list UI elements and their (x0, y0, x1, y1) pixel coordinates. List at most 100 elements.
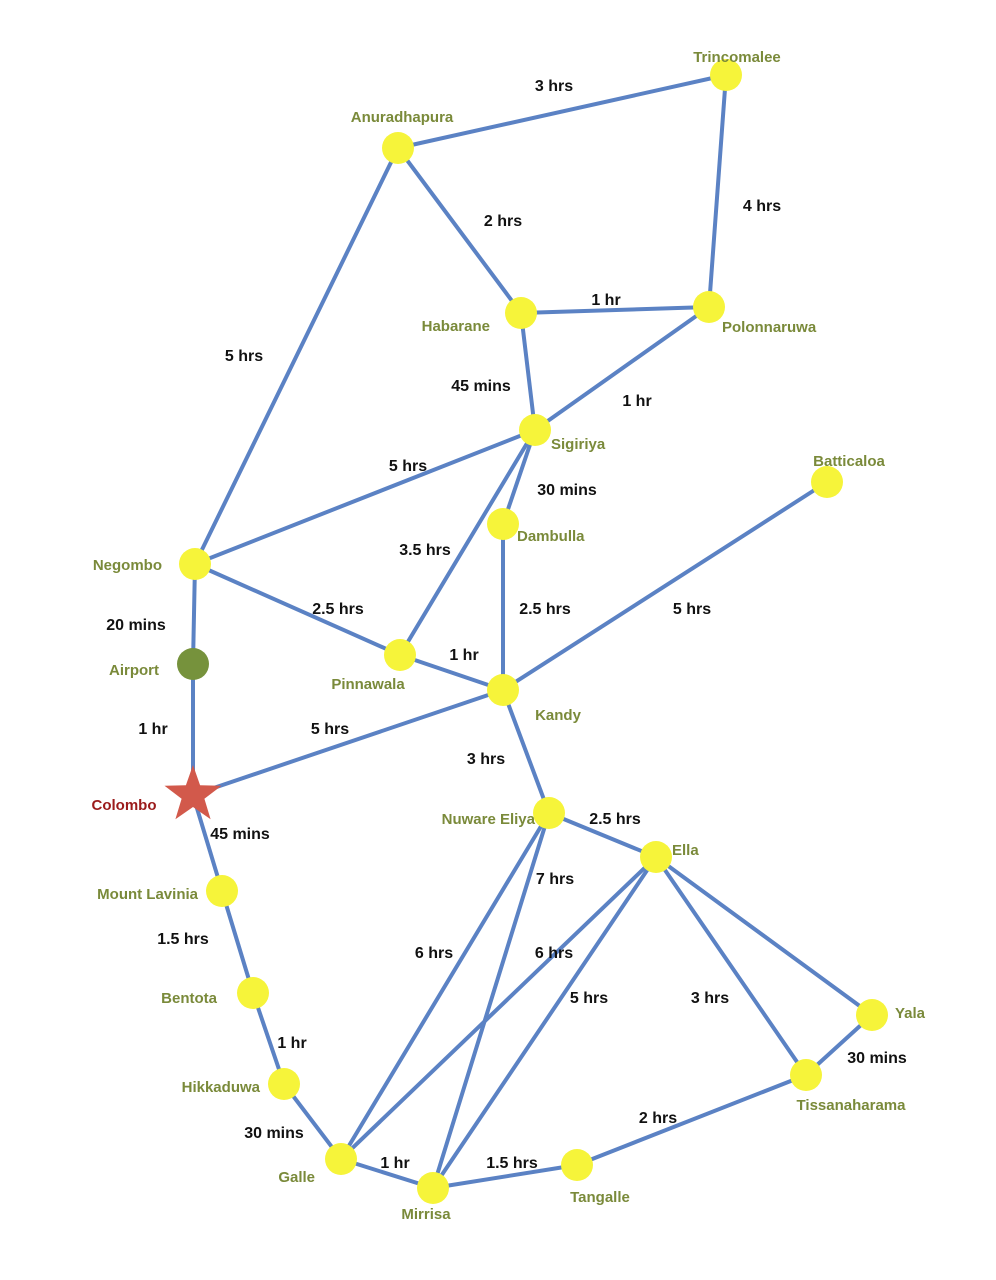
travel-time-pinnawala-kandy: 1 hr (449, 647, 478, 664)
route-sigiriya-polonnaruwa (533, 305, 711, 432)
node-tangalle (561, 1149, 593, 1181)
route-mountlavinia-bentota (220, 889, 255, 995)
travel-time-yala-tissa: 30 mins (847, 1050, 907, 1067)
route-bentota-hikkaduwa (251, 991, 286, 1086)
route-galle-mirrisa (339, 1157, 435, 1190)
travel-time-sigiriya-polonnaruwa: 1 hr (622, 393, 651, 410)
node-hikkaduwa (268, 1068, 300, 1100)
route-habarane-sigiriya (519, 311, 537, 432)
label-polonnaruwa: Polonnaruwa (722, 319, 817, 336)
node-batticaloa (811, 466, 843, 498)
travel-time-dambulla-kandy: 2.5 hrs (519, 601, 571, 618)
label-galle: Galle (278, 1169, 315, 1186)
route-kandy-batticaloa (501, 480, 829, 692)
route-tangalle-tissa (575, 1073, 808, 1167)
label-nuwara: Nuware Eliya (442, 811, 536, 828)
route-mirrisa-tangalle (431, 1163, 579, 1190)
route-ella-mirrisa (431, 855, 658, 1190)
route-anuradhapura-habarane (396, 146, 523, 315)
travel-time-tangalle-tissa: 2 hrs (639, 1110, 677, 1127)
label-negombo: Negombo (93, 557, 162, 574)
label-sigiriya: Sigiriya (551, 436, 606, 453)
travel-time-nuwara-mirrisa: 7 hrs (536, 871, 574, 888)
label-anuradhapura: Anuradhapura (351, 109, 454, 126)
label-tangalle: Tangalle (570, 1189, 630, 1206)
node-negombo (179, 548, 211, 580)
route-anuradhapura-negombo (193, 146, 400, 566)
label-tissa: Tissanaharama (797, 1097, 907, 1114)
label-mirrisa: Mirrisa (401, 1206, 451, 1223)
node-airport (177, 648, 209, 680)
routes-layer (191, 73, 874, 1190)
route-trincomalee-polonnaruwa (707, 73, 728, 309)
label-yala: Yala (895, 1005, 926, 1022)
label-trincomalee: Trincomalee (693, 49, 781, 66)
travel-time-habarane-polonnaruwa: 1 hr (591, 292, 620, 309)
label-habarane: Habarane (422, 318, 490, 335)
travel-time-ella-galle: 6 hrs (535, 945, 573, 962)
travel-time-nuwara-ella: 2.5 hrs (589, 811, 641, 828)
travel-time-airport-colombo: 1 hr (138, 721, 167, 738)
route-ella-galle (339, 855, 658, 1161)
node-habarane (505, 297, 537, 329)
node-yala (856, 999, 888, 1031)
travel-time-labels-layer: 3 hrs 4 hrs 2 hrs 1 hr 5 hrs 45 mins 1 hr 5 hrs… (106, 78, 907, 1172)
travel-time-ella-mirrisa: 5 hrs (570, 990, 608, 1007)
route-anuradhapura-trincomalee (396, 73, 728, 150)
node-mountlavinia (206, 875, 238, 907)
node-polonnaruwa (693, 291, 725, 323)
route-ella-yala (654, 855, 874, 1017)
travel-time-ella-tissa: 3 hrs (691, 990, 729, 1007)
node-trincomalee (710, 59, 742, 91)
travel-time-colombo-kandy: 5 hrs (311, 721, 349, 738)
label-hikkaduwa: Hikkaduwa (182, 1079, 261, 1096)
travel-time-sigiriya-negombo: 5 hrs (389, 458, 427, 475)
label-ella: Ella (672, 842, 699, 859)
travel-time-mountlavinia-bentota: 1.5 hrs (157, 931, 209, 948)
route-pinnawala-kandy (398, 653, 505, 692)
route-ella-tissa (654, 855, 808, 1077)
route-sigiriya-dambulla (501, 428, 537, 526)
node-anuradhapura (382, 132, 414, 164)
route-colombo-mountlavinia (191, 793, 224, 893)
label-colombo: Colombo (92, 797, 157, 814)
travel-time-negombo-pinnawala: 2.5 hrs (312, 601, 364, 618)
travel-time-anuradhapura-habarane: 2 hrs (484, 213, 522, 230)
node-pinnawala (384, 639, 416, 671)
travel-time-negombo-airport: 20 mins (106, 617, 166, 634)
route-nuwara-mirrisa (431, 811, 551, 1190)
travel-time-galle-mirrisa: 1 hr (380, 1155, 409, 1172)
travel-time-kandy-batticaloa: 5 hrs (673, 601, 711, 618)
route-kandy-nuwara (501, 688, 551, 815)
travel-time-trincomalee-polonnaruwa: 4 hrs (743, 198, 781, 215)
travel-time-kandy-nuwara: 3 hrs (467, 751, 505, 768)
route-colombo-kandy (191, 688, 505, 797)
route-negombo-airport (191, 562, 197, 666)
route-habarane-polonnaruwa (519, 305, 711, 315)
travel-time-sigiriya-pinnawala: 3.5 hrs (399, 542, 451, 559)
travel-time-habarane-sigiriya: 45 mins (451, 378, 511, 395)
label-pinnawala: Pinnawala (331, 676, 405, 693)
label-batticaloa: Batticaloa (813, 453, 885, 470)
node-kandy (487, 674, 519, 706)
travel-time-bentota-hikkaduwa: 1 hr (277, 1035, 306, 1052)
travel-time-sigiriya-dambulla: 30 mins (537, 482, 597, 499)
travel-time-colombo-mountlavinia: 45 mins (210, 826, 270, 843)
label-bentota: Bentota (161, 990, 217, 1007)
route-sigiriya-negombo (193, 428, 537, 566)
colombo-star-icon (164, 765, 222, 820)
route-negombo-pinnawala (193, 562, 402, 657)
route-nuwara-galle (339, 811, 551, 1161)
node-tissa (790, 1059, 822, 1091)
route-sigiriya-pinnawala (398, 428, 537, 657)
travel-time-anuradhapura-negombo: 5 hrs (225, 348, 263, 365)
travel-time-mirrisa-tangalle: 1.5 hrs (486, 1155, 538, 1172)
node-dambulla (487, 508, 519, 540)
travel-time-nuwara-galle: 6 hrs (415, 945, 453, 962)
node-nuwara (533, 797, 565, 829)
label-airport: Airport (109, 662, 159, 679)
destinations-layer (164, 59, 888, 1204)
travel-time-anuradhapura-trincomalee: 3 hrs (535, 78, 573, 95)
route-nuwara-ella (547, 811, 658, 859)
